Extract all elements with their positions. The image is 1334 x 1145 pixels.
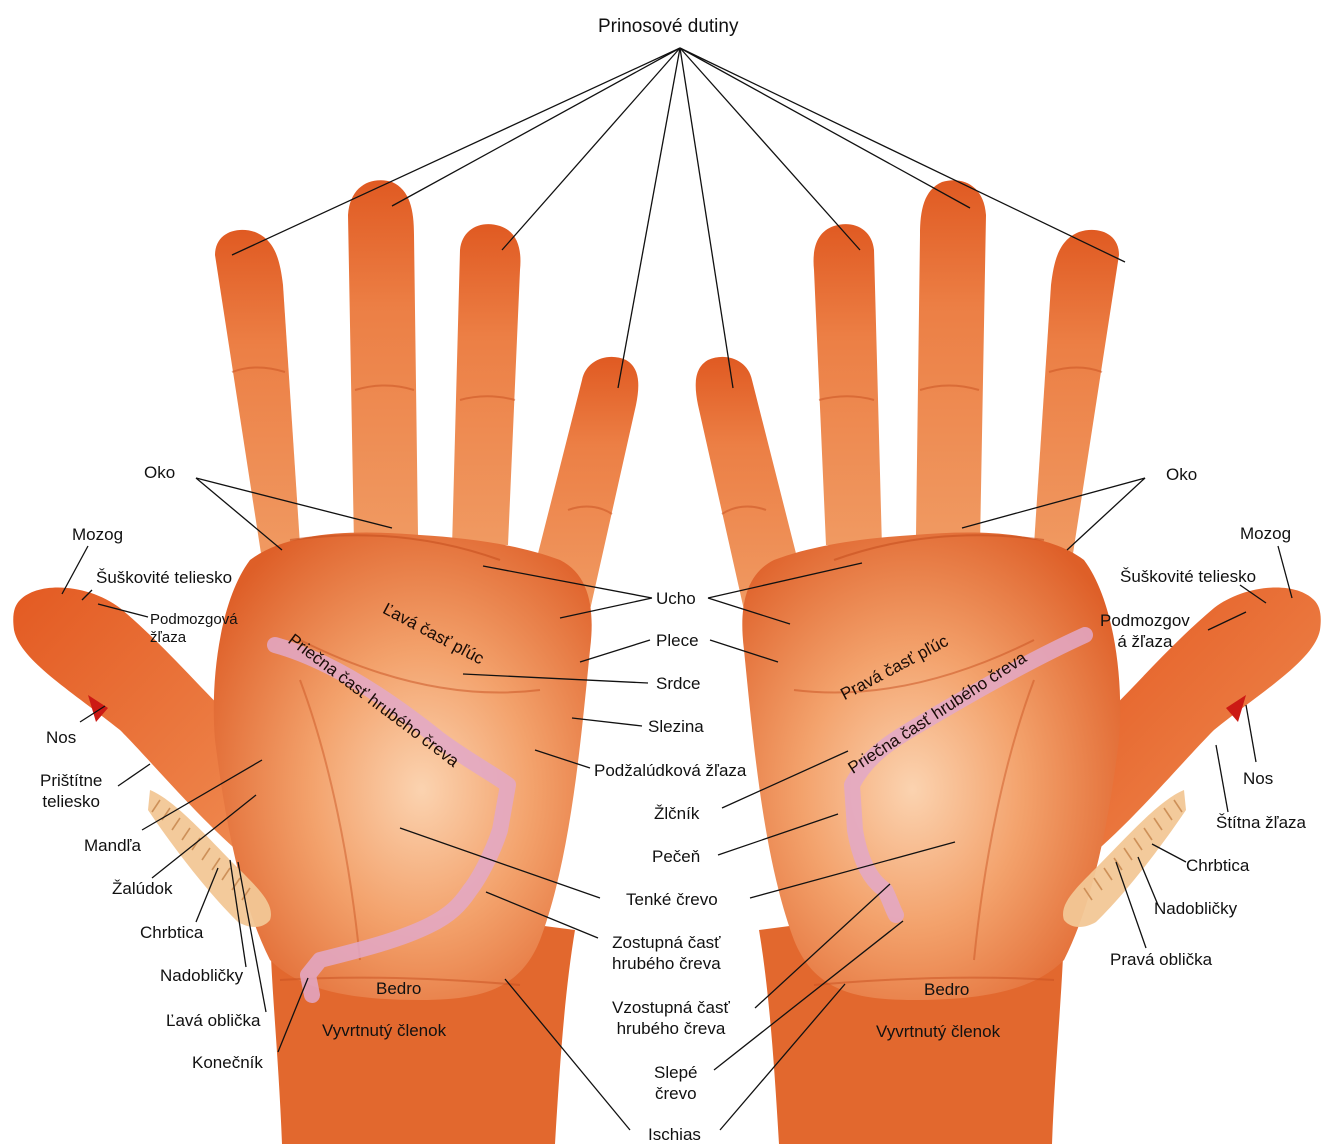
label-suskovite-left: Šuškovité teliesko — [96, 567, 232, 588]
right-ring-finger — [916, 180, 986, 545]
label-nos-left: Nos — [46, 727, 76, 748]
label-mandla: Mandľa — [84, 835, 141, 856]
label-slezina: Slezina — [648, 716, 704, 737]
label-lava-oblicka: Ľavá oblička — [166, 1010, 261, 1031]
label-vzostupna-text: Vzostupná časť hrubého čreva — [612, 998, 730, 1038]
label-pristitne-text: Prištítne teliesko — [40, 771, 102, 811]
label-vzostupna: Vzostupná časť hrubého čreva — [612, 997, 730, 1039]
left-little-finger — [215, 230, 300, 560]
right-middle-finger — [814, 224, 882, 548]
label-srdce: Srdce — [656, 673, 700, 694]
label-slepe-crevo: Slepé črevo — [654, 1062, 697, 1104]
label-zostupna-text: Zostupná časť hrubého čreva — [612, 933, 721, 973]
label-konecnik: Konečník — [192, 1052, 263, 1073]
label-oko-left: Oko — [144, 462, 175, 483]
label-bedro-left: Bedro — [376, 978, 421, 999]
label-stitna: Štítna žľaza — [1216, 812, 1306, 833]
label-prinosove-dutiny: Prinosové dutiny — [598, 16, 738, 37]
label-slepe-text: Slepé črevo — [654, 1063, 697, 1103]
label-chrbtica-right: Chrbtica — [1186, 855, 1249, 876]
label-podmozgova-left-text: Podmozgová žľaza — [150, 611, 238, 646]
label-bedro-right: Bedro — [924, 979, 969, 1000]
label-podzaludkova: Podžalúdková žľaza — [594, 760, 746, 781]
label-prava-oblicka: Pravá oblička — [1110, 949, 1212, 970]
left-middle-finger — [452, 224, 520, 548]
label-nos-right: Nos — [1243, 768, 1273, 789]
label-oko-right: Oko — [1166, 464, 1197, 485]
right-palm — [742, 533, 1120, 1000]
label-pecen: Pečeň — [652, 846, 700, 867]
label-podmozgova-right-text: Podmozgov á žľaza — [1100, 611, 1190, 651]
label-nadoblicky-right: Nadobličky — [1154, 898, 1237, 919]
left-ring-finger — [348, 180, 418, 545]
label-chrbtica-left: Chrbtica — [140, 922, 203, 943]
label-ischias: Ischias — [648, 1124, 701, 1145]
label-nadoblicky-left: Nadobličky — [160, 965, 243, 986]
label-zostupna: Zostupná časť hrubého čreva — [612, 932, 721, 974]
label-mozog-right: Mozog — [1240, 523, 1291, 544]
label-ucho: Ucho — [656, 588, 696, 609]
label-zaludok: Žalúdok — [112, 878, 172, 899]
label-zlcnik: Žlčník — [654, 803, 699, 824]
label-plece: Plece — [656, 630, 699, 651]
right-little-finger — [1034, 230, 1119, 560]
label-podmozgova-left: Podmozgová žľaza — [150, 611, 238, 647]
label-podmozgova-right: Podmozgov á žľaza — [1100, 610, 1190, 652]
label-tenke-crevo: Tenké črevo — [626, 889, 718, 910]
label-mozog-left: Mozog — [72, 524, 123, 545]
label-vyvrtnuty-right: Vyvrtnutý členok — [876, 1021, 1000, 1042]
label-pristitne: Prištítne teliesko — [40, 770, 102, 812]
label-vyvrtnuty-left: Vyvrtnutý členok — [322, 1020, 446, 1041]
label-suskovite-right: Šuškovité teliesko — [1120, 566, 1256, 587]
